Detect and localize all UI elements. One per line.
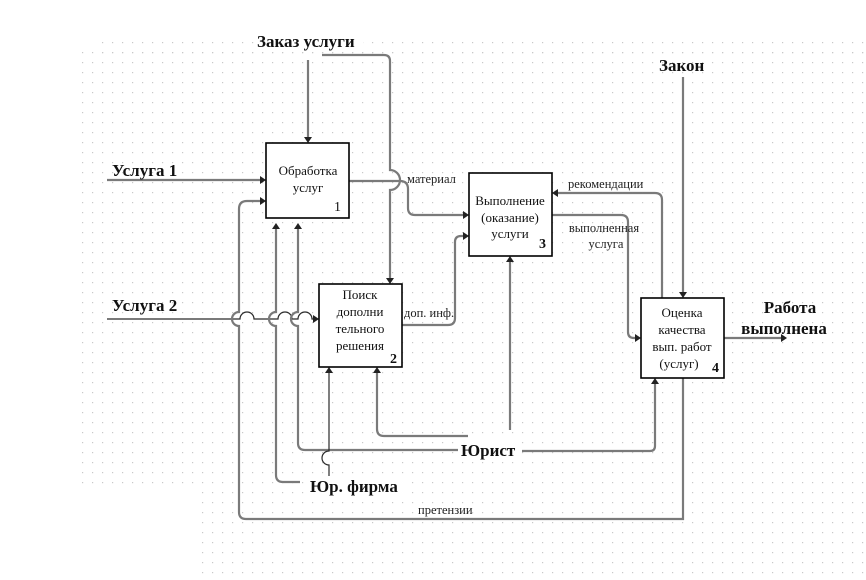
activity-box-3[interactable]: Выполнение (оказание) услуги 3 bbox=[468, 172, 553, 257]
activity-3-line-2: (оказание) bbox=[481, 210, 539, 225]
arrow-box4-to-result bbox=[724, 334, 787, 342]
label-lawyer: Юрист bbox=[461, 441, 516, 460]
arrow-order-to-box1 bbox=[304, 60, 312, 143]
activity-box-2[interactable]: Поиск дополни тельного решения 2 bbox=[318, 283, 403, 368]
activity-2-line-4: решения bbox=[336, 338, 384, 353]
activity-4-line-2: качества bbox=[658, 322, 705, 337]
activity-4-line-3: вып. работ bbox=[652, 339, 712, 354]
label-service1: Услуга 1 bbox=[112, 161, 177, 180]
arrow-lawyer-to-box4 bbox=[522, 378, 659, 453]
grid-background bbox=[80, 40, 866, 580]
arrow-lawfirm-to-box1 bbox=[267, 223, 300, 484]
arrow-box1-to-box3-material bbox=[349, 179, 469, 219]
activity-2-line-2: дополни bbox=[337, 304, 384, 319]
activity-2-number: 2 bbox=[390, 352, 397, 367]
arrow-service2-to-box2 bbox=[107, 311, 319, 323]
label-extra-info: доп. инф. bbox=[404, 306, 454, 320]
arrow-box4-to-box3-recommendations bbox=[552, 189, 664, 298]
arrow-claims-box4-to-box1 bbox=[230, 197, 685, 521]
label-claims: претензии bbox=[418, 503, 473, 517]
arrow-lawyer-to-box2 bbox=[373, 367, 468, 438]
activity-4-line-4: (услуг) bbox=[659, 356, 698, 371]
label-material: материал bbox=[407, 172, 456, 186]
label-done-service-line1: выполненная bbox=[569, 221, 639, 235]
activity-box-4[interactable]: Оценка качества вып. работ (услуг) 4 bbox=[640, 297, 725, 379]
activity-3-line-3: услуги bbox=[491, 226, 529, 241]
arrow-lawfirm-to-box2 bbox=[321, 367, 333, 478]
arrow-lawyer-to-box1 bbox=[289, 223, 458, 452]
arrow-box2-to-box3-extra-info bbox=[402, 232, 469, 327]
arrow-order-to-box2 bbox=[322, 53, 402, 284]
label-order: Заказ услуги bbox=[257, 32, 355, 51]
arrow-service1-to-box1 bbox=[107, 176, 266, 184]
label-law: Закон bbox=[659, 56, 705, 75]
activity-2-line-3: тельного bbox=[336, 321, 385, 336]
label-done-service-line2: услуга bbox=[589, 237, 624, 251]
label-result-line1: Работа bbox=[764, 298, 817, 317]
activity-4-line-1: Оценка bbox=[662, 305, 703, 320]
label-law-firm: Юр. фирма bbox=[310, 477, 398, 496]
activity-2-line-1: Поиск bbox=[343, 287, 379, 302]
arrow-lawyer-to-box3 bbox=[506, 256, 514, 430]
arrow-law-to-box4 bbox=[679, 77, 687, 298]
activity-1-line-2: услуг bbox=[293, 180, 324, 195]
activity-3-line-1: Выполнение bbox=[475, 193, 545, 208]
arrow-box3-to-box4-done-service bbox=[552, 213, 641, 342]
activity-box-1[interactable]: Обработка услуг 1 bbox=[265, 142, 350, 219]
label-recommendations: рекомендации bbox=[568, 177, 644, 191]
activity-1-number: 1 bbox=[334, 200, 341, 215]
activity-3-number: 3 bbox=[539, 237, 546, 252]
activity-4-number: 4 bbox=[712, 361, 719, 376]
activity-1-line-1: Обработка bbox=[279, 163, 338, 178]
label-service2: Услуга 2 bbox=[112, 296, 177, 315]
label-result-line2: выполнена bbox=[741, 319, 827, 338]
